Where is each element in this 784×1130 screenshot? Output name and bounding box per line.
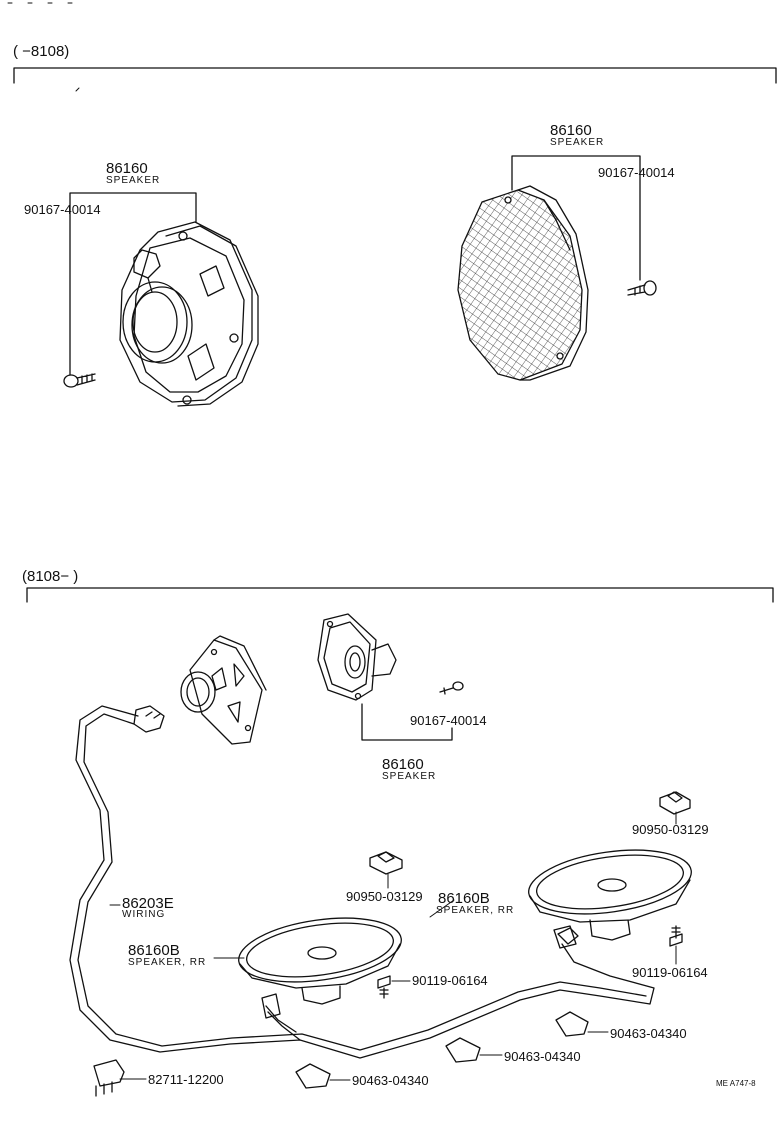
- clamp-mid-number: 90463-04340: [504, 1049, 581, 1064]
- connector-number: 82711-12200: [148, 1072, 224, 1087]
- top-right-screw: [627, 280, 657, 296]
- nut-right: [659, 791, 691, 815]
- bottom-leaders: [109, 811, 677, 1081]
- top-right-speaker-name: SPEAKER: [550, 137, 605, 148]
- stray-mark: [75, 87, 80, 92]
- top-right-speaker: [457, 185, 589, 381]
- bolt-right: [669, 925, 683, 947]
- clamp-mid: [445, 1037, 481, 1063]
- rr-speaker-left: [238, 917, 402, 1005]
- top-right-speaker-number: 86160: [550, 122, 592, 139]
- bolt-left-number: 90119-06164: [412, 973, 488, 988]
- top-left-speaker-name: SPEAKER: [106, 175, 161, 186]
- wiring-harness: [69, 705, 655, 1059]
- bolt-right-number: 90119-06164: [632, 965, 708, 980]
- nut-mid-number: 90950-03129: [346, 889, 423, 904]
- top-left-speaker-number: 86160: [106, 160, 148, 177]
- bottom-section-bracket: [26, 587, 774, 603]
- bottom-section-range: (8108− ): [22, 568, 79, 585]
- clamp-left-number: 90463-04340: [352, 1073, 429, 1088]
- rr-speaker-right-name: SPEAKER, RR: [436, 905, 515, 916]
- top-section-bracket: [13, 67, 777, 84]
- wiring-name: WIRING: [122, 909, 166, 920]
- bottom-mid-leader: [361, 703, 453, 741]
- bottom-mid-speaker-number: 86160: [382, 756, 424, 773]
- bolt-left: [377, 975, 391, 999]
- top-left-screw: [63, 373, 96, 388]
- bottom-small-speaker-left: [180, 635, 267, 745]
- top-section-range: ( −8108): [13, 43, 70, 60]
- rr-speaker-left-name: SPEAKER, RR: [128, 957, 207, 968]
- top-left-leader: [69, 192, 197, 376]
- bottom-small-speaker-mid: [317, 613, 397, 701]
- rr-speaker-left-number: 86160B: [128, 942, 180, 959]
- rr-speaker-right: [528, 849, 692, 945]
- nut-mid: [369, 851, 403, 875]
- clamp-left: [295, 1063, 331, 1089]
- connector-part: [93, 1059, 125, 1097]
- top-left-speaker: [119, 221, 259, 407]
- top-right-screw-number: 90167-40014: [598, 165, 675, 180]
- bottom-mid-screw-number: 90167-40014: [410, 713, 487, 728]
- top-left-screw-number: 90167-40014: [24, 202, 101, 217]
- top-right-leader: [511, 155, 641, 281]
- clamp-right: [555, 1011, 589, 1037]
- bottom-mid-speaker-name: SPEAKER: [382, 771, 437, 782]
- diagram-reference: ME A747-8: [716, 1079, 756, 1088]
- nut-right-number: 90950-03129: [632, 822, 709, 837]
- wiring-number: 86203E: [122, 895, 174, 912]
- bottom-mid-screw: [439, 681, 464, 695]
- clamp-right-number: 90463-04340: [610, 1026, 687, 1041]
- rr-speaker-right-number: 86160B: [438, 890, 490, 907]
